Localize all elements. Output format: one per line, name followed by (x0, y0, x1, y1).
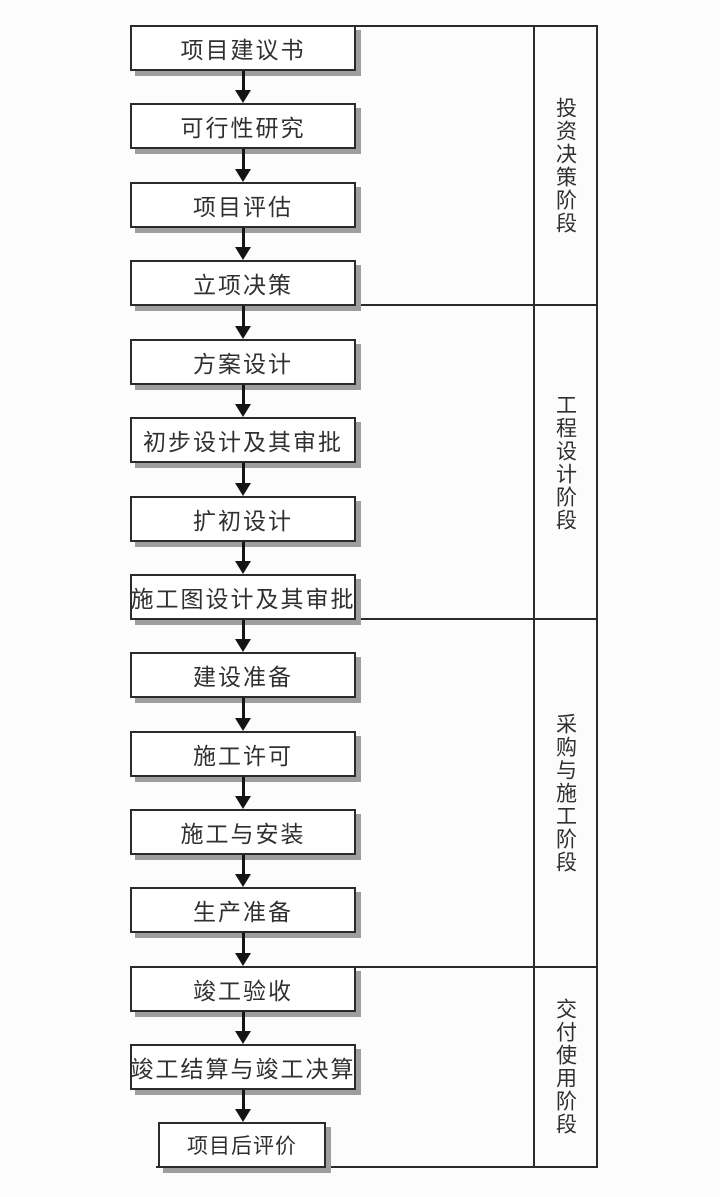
phase-label: 投资决策阶段 (553, 96, 578, 235)
step-label: 可行性研究 (180, 116, 306, 141)
phase-column-right-line (596, 25, 598, 1168)
step-completion-settlement-and-final-accounts: 竣工结算与竣工决算 (130, 1044, 356, 1090)
step-feasibility-study: 可行性研究 (130, 103, 356, 149)
frame-top-line (354, 25, 598, 27)
arrow-down-icon (235, 698, 251, 731)
step-construction-drawing-design-and-approval: 施工图设计及其审批 (130, 574, 356, 620)
arrow-down-icon (235, 542, 251, 574)
arrow-down-icon (235, 777, 251, 809)
arrow-head (235, 639, 251, 652)
arrow-head (235, 1109, 251, 1122)
arrow-down-icon (235, 71, 251, 103)
phase-divider-line-3 (354, 966, 598, 968)
step-construction-and-installation: 施工与安装 (130, 809, 356, 855)
arrow-down-icon (235, 149, 251, 182)
phase-label: 交付使用阶段 (553, 998, 578, 1136)
arrow-down-icon (235, 228, 251, 260)
arrow-stem (241, 1090, 245, 1109)
step-label: 项目建议书 (180, 38, 306, 63)
step-project-proposal: 项目建议书 (130, 25, 356, 71)
arrow-stem (241, 385, 245, 404)
phase-investment-decision: 投资决策阶段 (535, 25, 596, 306)
step-label: 施工许可 (193, 744, 293, 769)
phase-divider-line-2 (354, 618, 598, 620)
arrow-head (235, 169, 251, 182)
step-construction-preparation: 建设准备 (130, 652, 356, 698)
arrow-down-icon (235, 385, 251, 417)
arrow-head (235, 326, 251, 339)
step-label: 施工与安装 (180, 822, 306, 847)
arrow-down-icon (235, 933, 251, 966)
arrow-head (235, 1031, 251, 1044)
step-post-project-evaluation: 项目后评价 (158, 1122, 326, 1168)
arrow-down-icon (235, 1012, 251, 1044)
arrow-stem (241, 149, 245, 169)
arrow-head (235, 874, 251, 887)
arrow-stem (241, 620, 245, 639)
phase-delivery-and-use: 交付使用阶段 (535, 966, 596, 1168)
step-label: 立项决策 (193, 273, 293, 298)
arrow-down-icon (235, 1090, 251, 1122)
arrow-stem (241, 228, 245, 247)
arrow-head (235, 561, 251, 574)
step-label: 竣工结算与竣工决算 (130, 1057, 356, 1082)
step-label: 生产准备 (193, 900, 293, 925)
arrow-down-icon (235, 620, 251, 652)
phase-column-left-line (533, 25, 535, 1168)
arrow-head (235, 404, 251, 417)
arrow-down-icon (235, 463, 251, 496)
step-label: 方案设计 (193, 352, 293, 377)
arrow-head (235, 90, 251, 103)
arrow-down-icon (235, 855, 251, 887)
arrow-head (235, 796, 251, 809)
step-label: 扩初设计 (193, 509, 293, 534)
arrow-stem (241, 777, 245, 796)
arrow-stem (241, 855, 245, 874)
arrow-down-icon (235, 306, 251, 339)
step-label: 建设准备 (193, 665, 293, 690)
arrow-stem (241, 542, 245, 561)
phase-label: 采购与施工阶段 (553, 712, 578, 874)
step-label: 项目评估 (193, 195, 293, 220)
frame-bottom-line (156, 1166, 598, 1168)
arrow-stem (241, 698, 245, 718)
step-production-preparation: 生产准备 (130, 887, 356, 933)
arrow-stem (241, 463, 245, 483)
step-expanded-preliminary-design: 扩初设计 (130, 496, 356, 542)
step-project-approval-decision: 立项决策 (130, 260, 356, 306)
step-label: 初步设计及其审批 (143, 430, 343, 455)
step-completion-acceptance: 竣工验收 (130, 966, 356, 1012)
step-preliminary-design-and-approval: 初步设计及其审批 (130, 417, 356, 463)
step-scheme-design: 方案设计 (130, 339, 356, 385)
phase-procurement-and-construction: 采购与施工阶段 (535, 620, 596, 966)
arrow-head (235, 953, 251, 966)
arrow-head (235, 247, 251, 260)
arrow-stem (241, 71, 245, 90)
phase-engineering-design: 工程设计阶段 (535, 306, 596, 620)
phase-divider-line-1 (354, 304, 598, 306)
step-construction-permit: 施工许可 (130, 731, 356, 777)
arrow-stem (241, 1012, 245, 1031)
arrow-stem (241, 306, 245, 326)
arrow-head (235, 718, 251, 731)
arrow-stem (241, 933, 245, 953)
step-label: 项目后评价 (187, 1134, 297, 1158)
step-label: 施工图设计及其审批 (130, 587, 356, 612)
step-label: 竣工验收 (193, 979, 293, 1004)
step-project-evaluation: 项目评估 (130, 182, 356, 228)
phase-label: 工程设计阶段 (553, 394, 578, 532)
arrow-head (235, 483, 251, 496)
